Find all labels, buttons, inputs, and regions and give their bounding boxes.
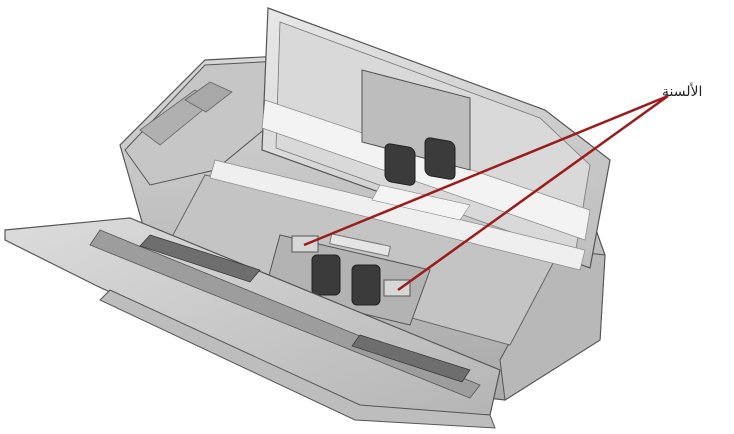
callout-leaders — [303, 94, 669, 292]
tabs-callout-label: الألسنة — [662, 84, 703, 100]
module-tab-right — [383, 279, 411, 297]
roller-module — [264, 233, 431, 326]
leader-line-upper — [303, 94, 669, 247]
open-scanner-cover — [261, 7, 611, 269]
input-tray — [4, 217, 501, 429]
leader-line-lower — [397, 94, 669, 292]
lid-roller-module — [361, 69, 471, 222]
